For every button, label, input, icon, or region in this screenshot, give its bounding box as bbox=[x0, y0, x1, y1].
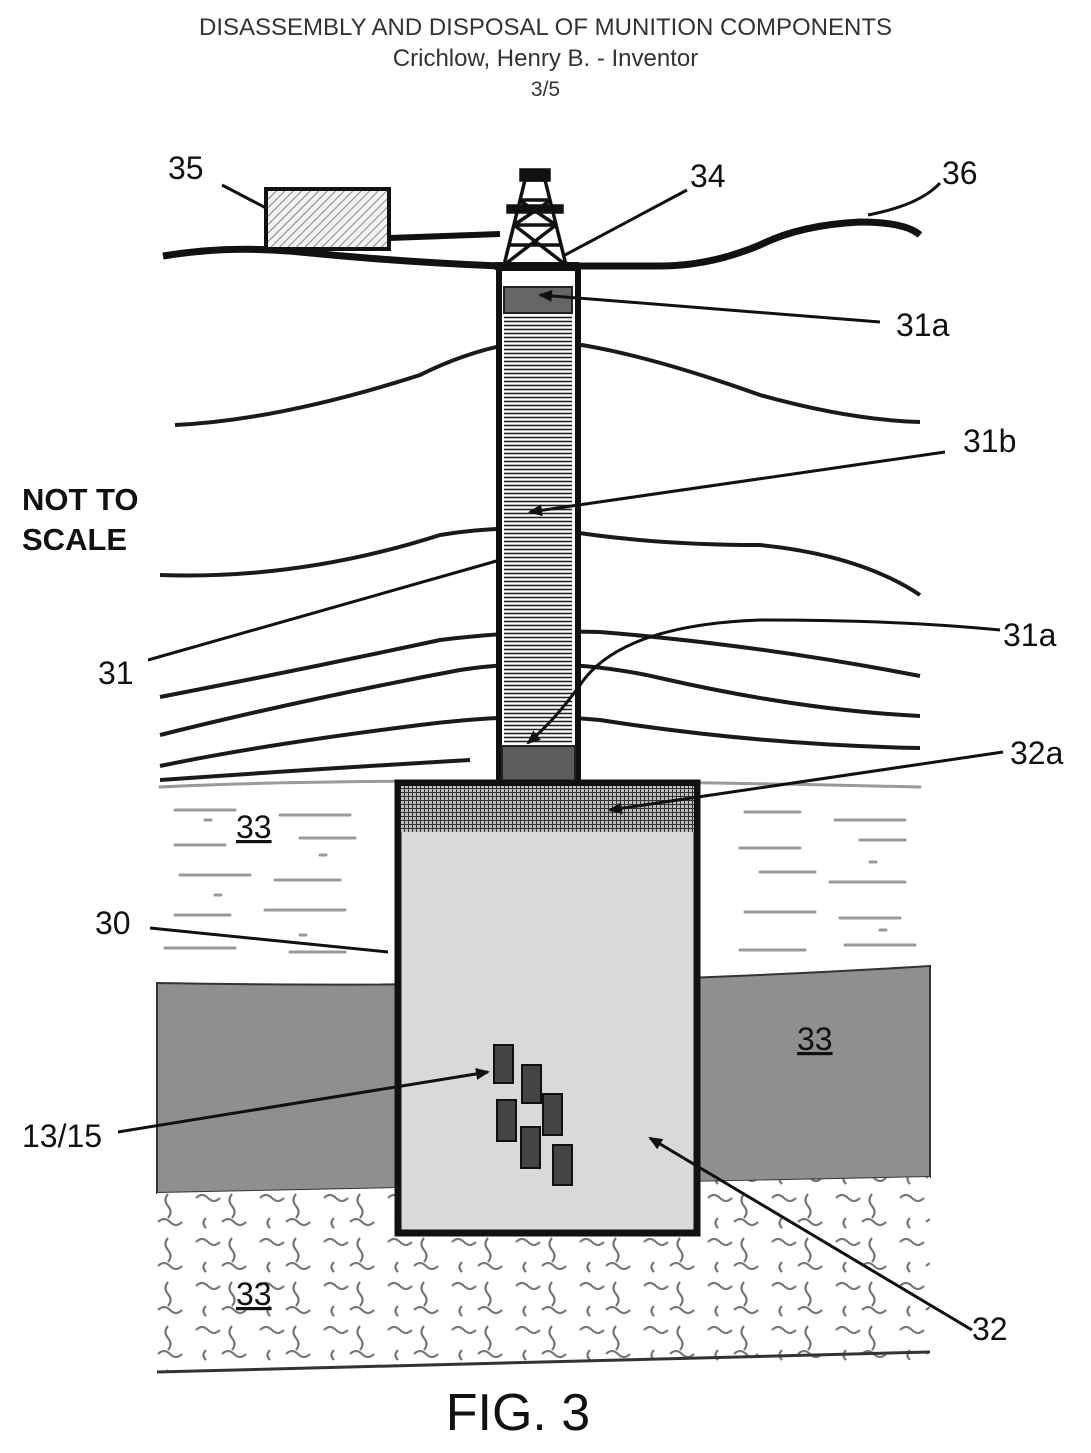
plug-31a-top bbox=[503, 286, 573, 314]
label-31a-top: 31a bbox=[896, 307, 950, 343]
label-31b: 31b bbox=[963, 423, 1016, 459]
leader-lines bbox=[117, 181, 1004, 1332]
cavity-30 bbox=[394, 779, 701, 1237]
label-33-upper: 33 bbox=[236, 809, 272, 845]
seal-32a bbox=[401, 786, 694, 832]
header-inventor: Crichlow, Henry B. - Inventor bbox=[392, 45, 699, 72]
processing-facility bbox=[264, 187, 391, 251]
figure-caption: FIG. 3 bbox=[446, 1384, 590, 1442]
label-35: 35 bbox=[168, 150, 204, 186]
label-32: 32 bbox=[972, 1311, 1008, 1347]
label-13-15: 13/15 bbox=[22, 1118, 102, 1154]
label-33-lower: 33 bbox=[236, 1276, 272, 1312]
label-32a: 32a bbox=[1010, 735, 1064, 771]
label-31: 31 bbox=[98, 655, 134, 691]
pipeline bbox=[388, 231, 501, 241]
plug-31a-bottom bbox=[501, 745, 576, 784]
munition-components bbox=[493, 1044, 573, 1186]
label-34: 34 bbox=[690, 158, 726, 194]
note-line-1: NOT TO bbox=[22, 482, 139, 517]
header-sheet: 3/5 bbox=[530, 78, 561, 101]
label-33-middle: 33 bbox=[797, 1021, 833, 1057]
note-line-2: SCALE bbox=[22, 522, 127, 557]
fill-31b bbox=[504, 316, 572, 744]
label-30: 30 bbox=[95, 905, 131, 941]
drilling-rig bbox=[502, 168, 568, 267]
header-title: DISASSEMBLY AND DISPOSAL OF MUNITION COM… bbox=[198, 14, 892, 41]
lower-formation bbox=[157, 1177, 930, 1372]
label-31a-bottom: 31a bbox=[1003, 617, 1057, 653]
label-36: 36 bbox=[942, 155, 978, 191]
